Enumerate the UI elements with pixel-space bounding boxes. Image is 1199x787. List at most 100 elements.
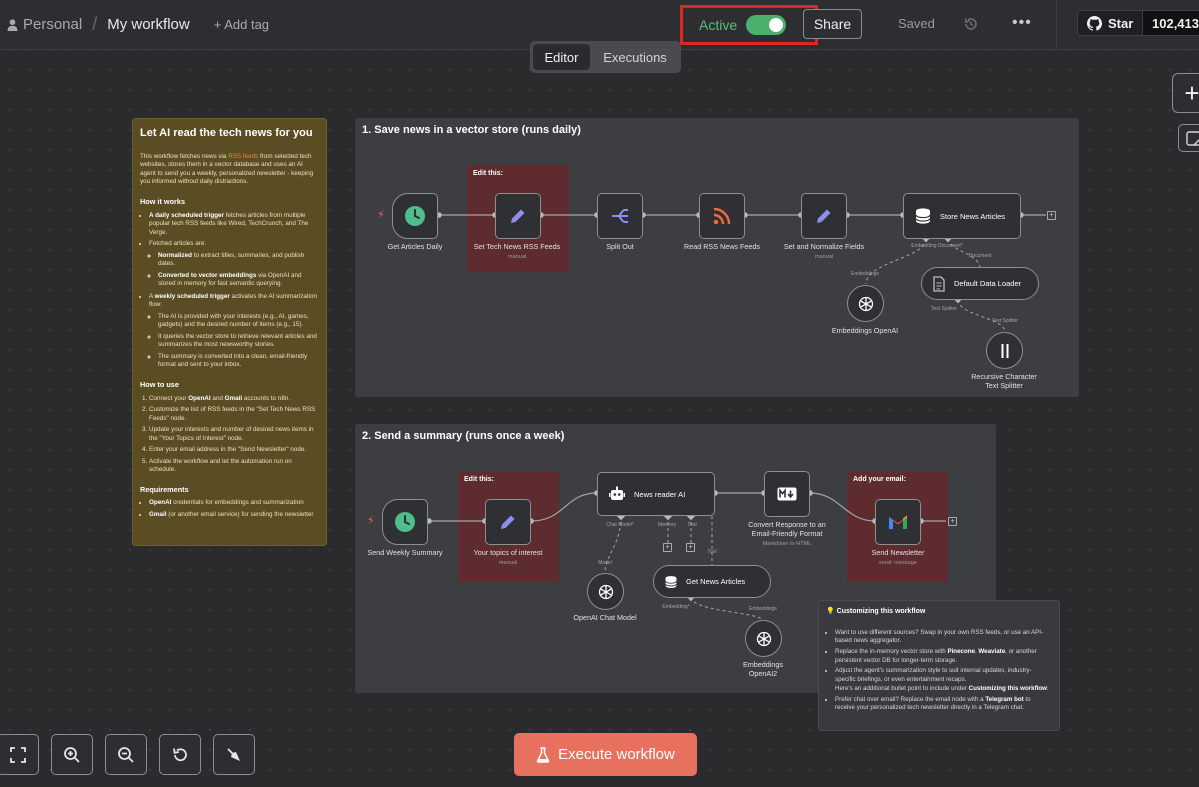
sticky-note-icon xyxy=(1186,131,1199,146)
tab-executions[interactable]: Executions xyxy=(603,49,667,65)
broom-icon xyxy=(227,747,240,761)
flask-icon xyxy=(536,746,550,763)
fit-view-button[interactable] xyxy=(0,734,39,775)
node-label: Set Tech News RSS Feeds xyxy=(473,242,561,251)
node-default-data-loader[interactable]: Default Data Loader xyxy=(921,267,1039,300)
zoom-out-icon xyxy=(118,746,134,763)
node-subtitle: manual xyxy=(507,254,527,260)
add-sticky-button[interactable] xyxy=(1178,124,1199,152)
add-tool-button[interactable]: + xyxy=(686,543,695,552)
node-label: Embeddings OpenAI xyxy=(831,326,899,335)
node-subtitle: Markdown to HTML xyxy=(762,541,812,547)
add-next-node-button[interactable]: + xyxy=(1047,211,1056,220)
database-icon xyxy=(915,208,931,224)
how-to-use-heading: How to use xyxy=(140,379,179,389)
tips-list: Want to use different sources? Swap in y… xyxy=(826,629,1052,713)
node-embeddings-openai[interactable] xyxy=(847,285,884,322)
rss-feeds-link[interactable]: RSS feeds xyxy=(228,152,259,160)
github-star-button[interactable]: Star xyxy=(1077,10,1143,36)
node-your-topics-of-interest[interactable] xyxy=(485,499,531,545)
node-recursive-character-text-splitter[interactable] xyxy=(986,332,1023,369)
node-get-articles-daily[interactable] xyxy=(392,193,438,239)
robot-icon xyxy=(609,486,625,500)
node-openai-chat-model[interactable] xyxy=(587,573,624,610)
zoom-in-button[interactable] xyxy=(51,734,93,775)
active-label: Active xyxy=(699,17,738,33)
node-get-news-articles[interactable]: Get News Articles xyxy=(653,565,771,598)
trigger-bolt-icon: ⚡ xyxy=(377,209,385,221)
openai-icon xyxy=(858,296,873,311)
sticky-title: Let AI read the tech news for you xyxy=(140,127,313,139)
text-splitter-icon xyxy=(1001,343,1008,358)
node-news-reader-ai[interactable]: News reader AI xyxy=(597,472,715,516)
zoom-out-button[interactable] xyxy=(105,734,147,775)
execute-workflow-button[interactable]: Execute workflow xyxy=(514,733,697,776)
connection xyxy=(957,299,1006,333)
github-icon xyxy=(1087,15,1102,31)
node-send-newsletter[interactable] xyxy=(875,499,921,545)
add-tag-button[interactable]: + Add tag xyxy=(213,17,270,32)
openai-icon xyxy=(756,631,771,646)
tips-title: 💡 Customizing this workflow xyxy=(826,608,926,615)
gmail-icon xyxy=(889,515,907,529)
node-store-news-articles[interactable]: Store News Articles xyxy=(903,193,1021,239)
how-to-use-list: Connect your OpenAI and Gmail accounts t… xyxy=(140,395,319,475)
node-label: Default Data Loader xyxy=(954,279,1022,288)
node-set-and-normalize-fields[interactable] xyxy=(801,193,847,239)
clock-icon xyxy=(395,512,415,532)
tab-editor[interactable]: Editor xyxy=(533,44,590,70)
customizing-sticky-note[interactable]: 💡 Customizing this workflow Want to use … xyxy=(818,600,1060,731)
node-label: Your topics of interest xyxy=(473,548,543,557)
workflow-name[interactable]: My workflow xyxy=(107,16,190,33)
user-icon xyxy=(7,18,18,31)
node-set-tech-news-rss-feeds[interactable] xyxy=(495,193,541,239)
node-read-rss-news-feeds[interactable] xyxy=(699,193,745,239)
node-label: OpenAI Chat Model xyxy=(573,613,637,622)
clock-icon xyxy=(405,206,425,226)
how-it-works-list: A daily scheduled trigger fetches articl… xyxy=(140,212,319,370)
node-send-weekly-summary[interactable] xyxy=(382,499,428,545)
add-node-button[interactable]: + xyxy=(1172,73,1199,113)
node-subtitle: send: message xyxy=(879,560,917,566)
split-icon xyxy=(612,209,628,223)
section-1-title: 1. Save news in a vector store (runs dai… xyxy=(362,124,581,136)
more-options-icon[interactable]: ••• xyxy=(1012,14,1032,31)
node-subtitle: manual xyxy=(498,560,518,566)
node-label: Send Newsletter xyxy=(871,548,925,557)
saved-status: Saved xyxy=(898,16,935,31)
node-label: Read RSS News Feeds xyxy=(684,242,760,251)
trigger-bolt-icon: ⚡ xyxy=(367,515,375,527)
share-button[interactable]: Share xyxy=(803,9,862,39)
github-star-count[interactable]: 102,413 xyxy=(1143,10,1199,36)
port-label: Text Splitter xyxy=(991,318,1019,324)
project-link[interactable]: Personal xyxy=(7,16,82,33)
node-label: Split Out xyxy=(606,242,634,251)
active-toggle[interactable] xyxy=(746,15,787,35)
reset-zoom-button[interactable] xyxy=(159,734,201,775)
node-convert-response[interactable] xyxy=(764,471,810,517)
port-label: Tool xyxy=(707,549,717,555)
port-label: Document xyxy=(968,253,992,259)
tidy-up-button[interactable] xyxy=(213,734,255,775)
connection xyxy=(865,238,927,285)
zoom-in-icon xyxy=(64,746,80,763)
github-star-label: Star xyxy=(1108,15,1134,31)
history-icon[interactable] xyxy=(962,15,980,33)
node-label: Set and Normalize Fields xyxy=(783,242,865,251)
add-memory-button[interactable]: + xyxy=(663,543,672,552)
add-next-node-button[interactable]: + xyxy=(948,517,957,526)
port-label: Embedding Document* xyxy=(911,243,963,249)
intro-sticky-note[interactable]: Let AI read the tech news for you This w… xyxy=(132,118,327,546)
undo-icon xyxy=(173,747,187,761)
port-label: Embeddings xyxy=(851,271,879,277)
node-embeddings-openai2[interactable] xyxy=(745,620,782,657)
port-label: Embedding* xyxy=(662,604,690,610)
rss-icon xyxy=(713,207,731,225)
node-label: Get Articles Daily xyxy=(387,242,443,251)
node-label: Get News Articles xyxy=(686,577,746,586)
port-label: Text Splitter xyxy=(930,306,958,312)
node-split-out[interactable] xyxy=(597,193,643,239)
